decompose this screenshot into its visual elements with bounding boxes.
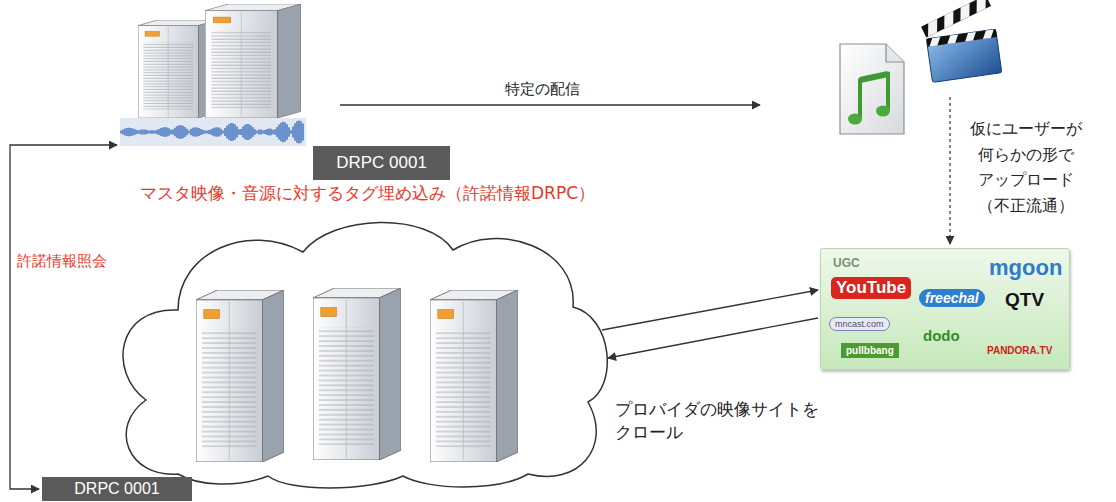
music-file-icon: [840, 44, 904, 134]
drpc-tag: DRPC 0001: [42, 477, 192, 501]
waveform: [120, 118, 306, 146]
drpc-box: DRPC 0001: [42, 477, 192, 501]
server-illustration: [196, 290, 284, 462]
server-illustration: [138, 4, 301, 118]
cloud-outline: [108, 212, 613, 487]
site-logo: QTV: [1005, 289, 1044, 311]
site-logo: mgoon: [989, 255, 1062, 281]
note-text: プロバイダの映像サイトを クロール: [615, 398, 855, 444]
cloud-node: 許諾情報照会: [108, 212, 613, 487]
site-logo: mncast.com: [829, 317, 890, 331]
site-logo: dodo: [923, 327, 960, 344]
server-illustration: [313, 288, 401, 460]
site-logo: pullbbang: [841, 343, 899, 358]
upload-arrow: [949, 97, 950, 244]
drpc-tag: DRPC 0001: [313, 146, 450, 180]
connector-arrow: [10, 145, 117, 489]
site-logo: YouTube: [831, 277, 911, 299]
site-logo: PANDORA.TV: [987, 345, 1052, 356]
section-label: UGC: [833, 256, 860, 270]
site-logo: freechal: [919, 289, 985, 307]
inquiry-label: 許諾情報照会: [17, 252, 107, 271]
caption-red: マスタ映像・音源に対するタグ埋め込み（許諾情報DRPC）: [140, 182, 595, 205]
distribution-arrow: [340, 104, 760, 105]
note-text: 仮にユーザーが 何らかの形で アップロード （不正流通）: [958, 116, 1093, 218]
connector-arrow: [608, 318, 818, 358]
arrow-label: 特定の配信: [505, 80, 580, 99]
movie-clapper-icon: [918, 0, 1002, 83]
master-track: DRPC 0001: [120, 118, 450, 180]
ugc-panel: UGC mgoonYouTube freechal QTV mncast.com pull…: [820, 248, 1070, 370]
server-illustration: [430, 290, 518, 462]
